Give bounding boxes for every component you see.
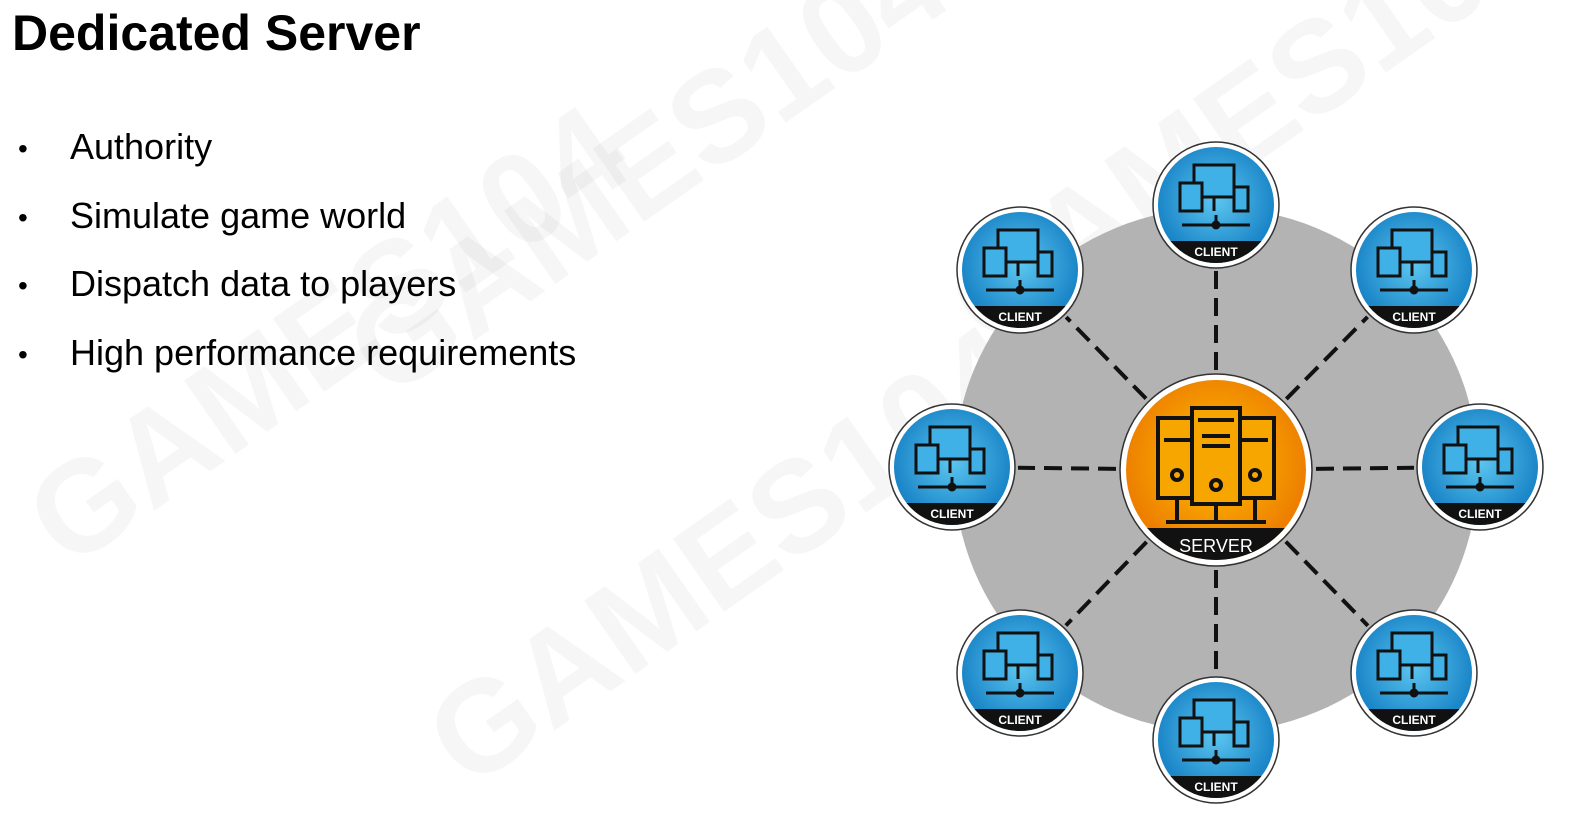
devices-icon — [1376, 228, 1448, 295]
bullet-icon: • — [18, 338, 28, 370]
client-label: CLIENT — [1458, 507, 1502, 521]
client-node: CLIENT — [1416, 403, 1544, 531]
bullet-item: • Dispatch data to players — [18, 263, 576, 332]
devices-icon — [1178, 163, 1250, 230]
bullet-list: • Authority • Simulate game world • Dispatc… — [18, 126, 576, 400]
devices-icon — [1376, 631, 1448, 698]
client-node: CLIENT — [1350, 206, 1478, 334]
client-label: CLIENT — [1194, 245, 1238, 259]
devices-icon — [1442, 425, 1514, 492]
client-node: CLIENT — [1152, 141, 1280, 269]
devices-icon — [1178, 698, 1250, 765]
bullet-text: Simulate game world — [70, 194, 407, 236]
bullet-icon: • — [18, 201, 28, 233]
bullet-icon: • — [18, 270, 28, 301]
bullet-text: Authority — [70, 126, 213, 167]
connection-line — [1315, 465, 1415, 471]
devices-icon — [982, 228, 1054, 295]
connection-line — [1284, 315, 1369, 401]
client-node: CLIENT — [1350, 609, 1478, 737]
client-node: CLIENT — [956, 609, 1084, 737]
client-label: CLIENT — [1392, 713, 1436, 727]
bullet-text: High performance requirements — [70, 331, 577, 373]
bullet-text: Dispatch data to players — [70, 263, 457, 304]
bullet-icon: • — [18, 133, 28, 164]
devices-icon — [982, 631, 1054, 698]
connection-lines — [1017, 271, 1415, 674]
connection-line — [1064, 540, 1148, 627]
bullet-item: • Simulate game world — [18, 195, 576, 264]
client-node: CLIENT — [956, 206, 1084, 334]
client-node: CLIENT — [888, 403, 1016, 531]
connection-line — [1064, 315, 1148, 400]
client-label: CLIENT — [998, 713, 1042, 727]
server-rack-icon — [1156, 406, 1276, 524]
client-label: CLIENT — [1194, 780, 1238, 794]
server-label: SERVER — [1179, 536, 1253, 556]
client-label: CLIENT — [998, 310, 1042, 324]
client-label: CLIENT — [1392, 310, 1436, 324]
bullet-item: • Authority — [18, 126, 576, 195]
devices-icon — [914, 425, 986, 492]
connection-line — [1017, 465, 1117, 471]
bullet-item: • High performance requirements — [18, 332, 576, 401]
client-node: CLIENT — [1152, 676, 1280, 804]
connection-line — [1284, 540, 1370, 628]
client-label: CLIENT — [930, 507, 974, 521]
slide-title: Dedicated Server — [12, 5, 421, 61]
